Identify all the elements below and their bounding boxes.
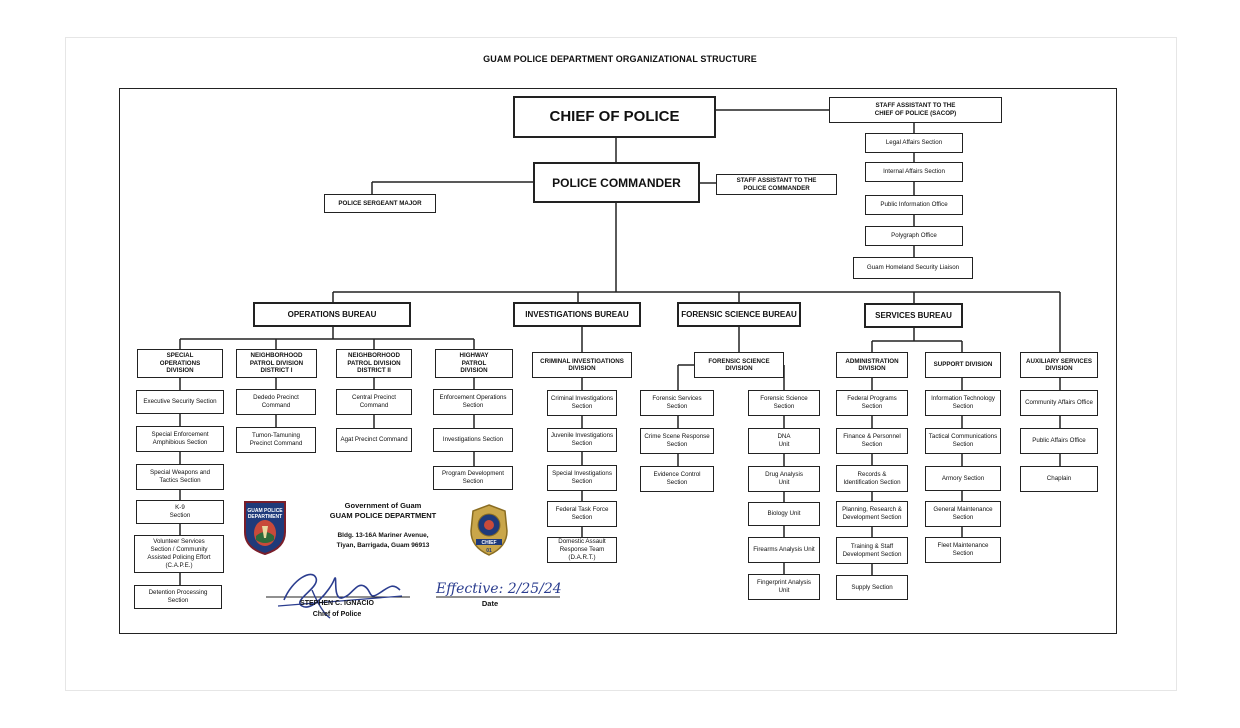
highway-unit: Program Development Section <box>433 466 513 490</box>
page-title: GUAM POLICE DEPARTMENT ORGANIZATIONAL ST… <box>483 54 757 64</box>
forensic-science-division-box: FORENSIC SCIENCE DIVISION <box>694 352 784 378</box>
special-ops-unit: Special Weapons and Tactics Section <box>136 464 224 490</box>
special-ops-unit: Volunteer Services Section / Community A… <box>134 535 224 573</box>
highway-unit: Investigations Section <box>433 428 513 452</box>
chief-signature <box>277 573 403 619</box>
support-unit: Armory Section <box>925 466 1001 491</box>
support-unit: Information Technology Section <box>925 390 1001 416</box>
forensic-science-unit: Firearms Analysis Unit <box>748 537 820 563</box>
government-label: Government of Guam GUAM POLICE DEPARTMEN… <box>329 501 437 520</box>
support-unit: Fleet Maintenance Section <box>925 537 1001 563</box>
special-operations-division-box: SPECIAL OPERATIONS DIVISION <box>137 349 223 378</box>
administration-division-box: ADMINISTRATION DIVISION <box>836 352 908 378</box>
administration-unit: Planning, Research & Development Section <box>836 501 908 527</box>
patrol-1-unit: Tumon-Tamuning Precinct Command <box>236 427 316 453</box>
forensic-services-unit: Evidence Control Section <box>640 466 714 492</box>
special-ops-unit: Special Enforcement Amphibious Section <box>136 426 224 452</box>
criminal-unit: Domestic Assault Response Team (D.A.R.T.… <box>547 537 617 563</box>
auxiliary-unit: Public Affairs Office <box>1020 428 1098 454</box>
gpd-patch-emblem: GUAM POLICE DEPARTMENT <box>244 501 286 556</box>
forensic-science-bureau-box: FORENSIC SCIENCE BUREAU <box>677 302 801 327</box>
forensic-services-unit: Crime Scene Response Section <box>640 428 714 454</box>
sacop-unit: Internal Affairs Section <box>865 162 963 182</box>
svg-text:DEPARTMENT: DEPARTMENT <box>248 514 282 520</box>
investigations-bureau-box: INVESTIGATIONS BUREAU <box>513 302 641 327</box>
criminal-investigations-division-box: CRIMINAL INVESTIGATIONS DIVISION <box>532 352 632 378</box>
patrol-district-1-division-box: NEIGHBORHOOD PATROL DIVISION DISTRICT I <box>236 349 317 378</box>
administration-unit: Records & Identification Section <box>836 465 908 492</box>
services-bureau-box: SERVICES BUREAU <box>864 303 963 328</box>
criminal-unit: Federal Task Force Section <box>547 501 617 527</box>
auxiliary-unit: Chaplain <box>1020 466 1098 492</box>
patrol-2-unit: Agat Precinct Command <box>336 428 412 452</box>
signatory-label: STEPHEN C. IGNACIO Chief of Police <box>300 600 374 618</box>
administration-unit: Supply Section <box>836 575 908 600</box>
auxiliary-services-division-box: AUXILIARY SERVICES DIVISION <box>1020 352 1098 378</box>
chief-of-police-box: CHIEF OF POLICE <box>513 96 716 138</box>
special-ops-unit: K-9 Section <box>136 500 224 524</box>
svg-text:GUAM POLICE: GUAM POLICE <box>247 508 283 514</box>
forensic-services-unit: Forensic Services Section <box>640 390 714 416</box>
support-unit: General Maintenance Section <box>925 501 1001 527</box>
special-ops-unit: Executive Security Section <box>136 390 224 414</box>
staff-assistant-commander-box: STAFF ASSISTANT TO THE POLICE COMMANDER <box>716 174 837 195</box>
criminal-unit: Criminal Investigations Section <box>547 390 617 416</box>
forensic-science-unit: Forensic Science Section <box>748 390 820 416</box>
sacop-box: STAFF ASSISTANT TO THE CHIEF OF POLICE (… <box>829 97 1002 123</box>
effective-date-handwritten: Effective: 2/25/24 <box>436 581 562 597</box>
criminal-unit: Special Investigations Section <box>547 465 617 491</box>
sacop-unit: Public Information Office <box>865 195 963 215</box>
administration-unit: Federal Programs Section <box>836 390 908 416</box>
forensic-science-unit: DNA Unit <box>748 428 820 454</box>
date-label: Date <box>481 599 499 608</box>
patrol-1-unit: Dededo Precinct Command <box>236 389 316 415</box>
highway-unit: Enforcement Operations Section <box>433 389 513 415</box>
police-commander-box: POLICE COMMANDER <box>533 162 700 203</box>
administration-unit: Finance & Personnel Section <box>836 428 908 454</box>
patrol-2-unit: Central Precinct Command <box>336 389 412 415</box>
sacop-unit: Polygraph Office <box>865 226 963 246</box>
chief-badge-emblem: CHIEF 01 <box>470 504 508 556</box>
svg-text:01: 01 <box>486 548 492 554</box>
support-division-box: SUPPORT DIVISION <box>925 352 1001 378</box>
forensic-science-unit: Drug Analysis Unit <box>748 466 820 492</box>
chart-frame <box>119 88 1117 634</box>
sacop-unit: Legal Affairs Section <box>865 133 963 153</box>
police-sergeant-major-box: POLICE SERGEANT MAJOR <box>324 194 436 213</box>
address-label: Bldg. 13-16A Mariner Avenue, Tiyan, Barr… <box>336 532 430 549</box>
support-unit: Tactical Communications Section <box>925 428 1001 454</box>
forensic-science-unit: Fingerprint Analysis Unit <box>748 574 820 600</box>
patrol-district-2-division-box: NEIGHBORHOOD PATROL DIVISION DISTRICT II <box>336 349 412 378</box>
sacop-unit: Guam Homeland Security Liaison <box>853 257 973 279</box>
administration-unit: Training & Staff Development Section <box>836 537 908 564</box>
auxiliary-unit: Community Affairs Office <box>1020 390 1098 416</box>
highway-patrol-division-box: HIGHWAY PATROL DIVISION <box>435 349 513 378</box>
forensic-science-unit: Biology Unit <box>748 502 820 526</box>
svg-text:CHIEF: CHIEF <box>482 540 497 546</box>
operations-bureau-box: OPERATIONS BUREAU <box>253 302 411 327</box>
criminal-unit: Juvenile Investigations Section <box>547 428 617 452</box>
special-ops-unit: Detention Processing Section <box>134 585 222 609</box>
